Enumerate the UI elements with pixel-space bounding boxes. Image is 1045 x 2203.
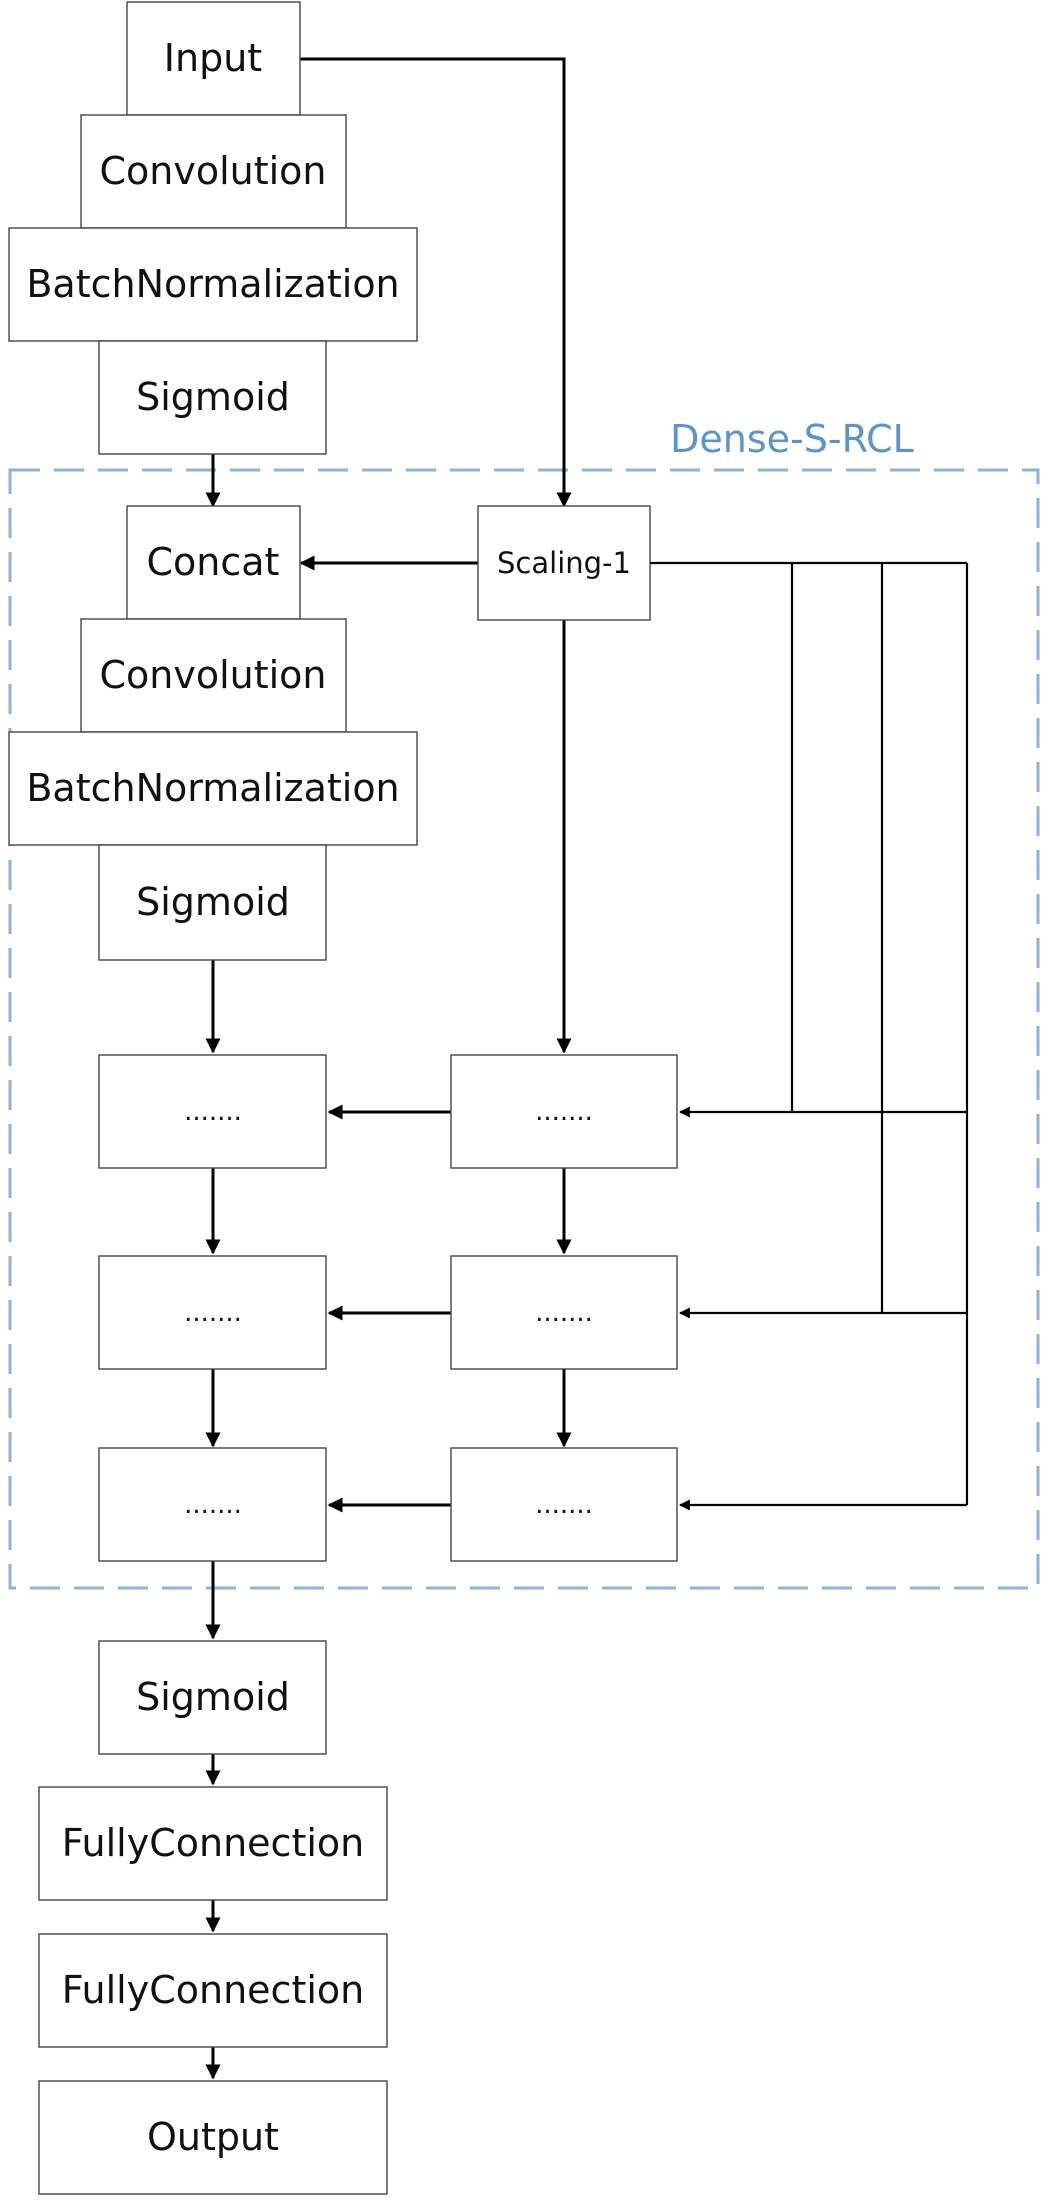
- right-dots-node-2: .......: [450, 1255, 678, 1370]
- fullyconnection-label-1: FullyConnection: [62, 1821, 364, 1865]
- right-dots-label-3: .......: [535, 1490, 593, 1520]
- fullyconnection-node-1: FullyConnection: [38, 1786, 388, 1901]
- fullyconnection-node-2: FullyConnection: [38, 1933, 388, 2048]
- sigmoid-node-1: Sigmoid: [98, 340, 327, 455]
- sigmoid-label-3: Sigmoid: [136, 1675, 290, 1719]
- edge-input-to-scaling: [300, 57, 572, 508]
- sigmoid-node-3: Sigmoid: [98, 1640, 327, 1755]
- sigmoid-label-1: Sigmoid: [136, 375, 290, 419]
- input-label: Input: [164, 36, 262, 80]
- convolution-label-1: Convolution: [99, 149, 326, 193]
- batchnormalization-node-2: BatchNormalization: [8, 731, 418, 846]
- left-dots-node-3: .......: [98, 1447, 327, 1562]
- fullyconnection-label-2: FullyConnection: [62, 1968, 364, 2012]
- dense-s-rcl-group-border: [8, 468, 1040, 1590]
- left-dots-label-3: .......: [184, 1490, 242, 1520]
- convolution-node-2: Convolution: [80, 618, 347, 733]
- input-node: Input: [126, 1, 301, 116]
- batchnormalization-label-1: BatchNormalization: [26, 262, 399, 306]
- edges: [205, 57, 969, 2080]
- scaling-node: Scaling-1: [477, 505, 651, 621]
- dense-s-rcl-group-label: Dense-S-RCL: [670, 417, 914, 461]
- concat-node: Concat: [126, 505, 301, 620]
- left-dots-label-2: .......: [184, 1298, 242, 1328]
- right-dots-label-1: .......: [535, 1097, 593, 1127]
- left-dots-node-2: .......: [98, 1255, 327, 1370]
- right-dots-node-1: .......: [450, 1054, 678, 1169]
- right-dots-label-2: .......: [535, 1298, 593, 1328]
- batchnormalization-node-1: BatchNormalization: [8, 227, 418, 342]
- left-dots-label-1: .......: [184, 1097, 242, 1127]
- sigmoid-label-2: Sigmoid: [136, 880, 290, 924]
- sigmoid-node-2: Sigmoid: [98, 844, 327, 961]
- convolution-label-2: Convolution: [99, 653, 326, 697]
- output-label: Output: [147, 2115, 279, 2159]
- batchnormalization-label-2: BatchNormalization: [26, 766, 399, 810]
- convolution-node-1: Convolution: [80, 114, 347, 229]
- scaling-label: Scaling-1: [497, 546, 631, 580]
- output-node: Output: [38, 2080, 388, 2195]
- right-dots-node-3: .......: [450, 1447, 678, 1562]
- concat-label: Concat: [147, 540, 280, 584]
- left-dots-node-1: .......: [98, 1054, 327, 1169]
